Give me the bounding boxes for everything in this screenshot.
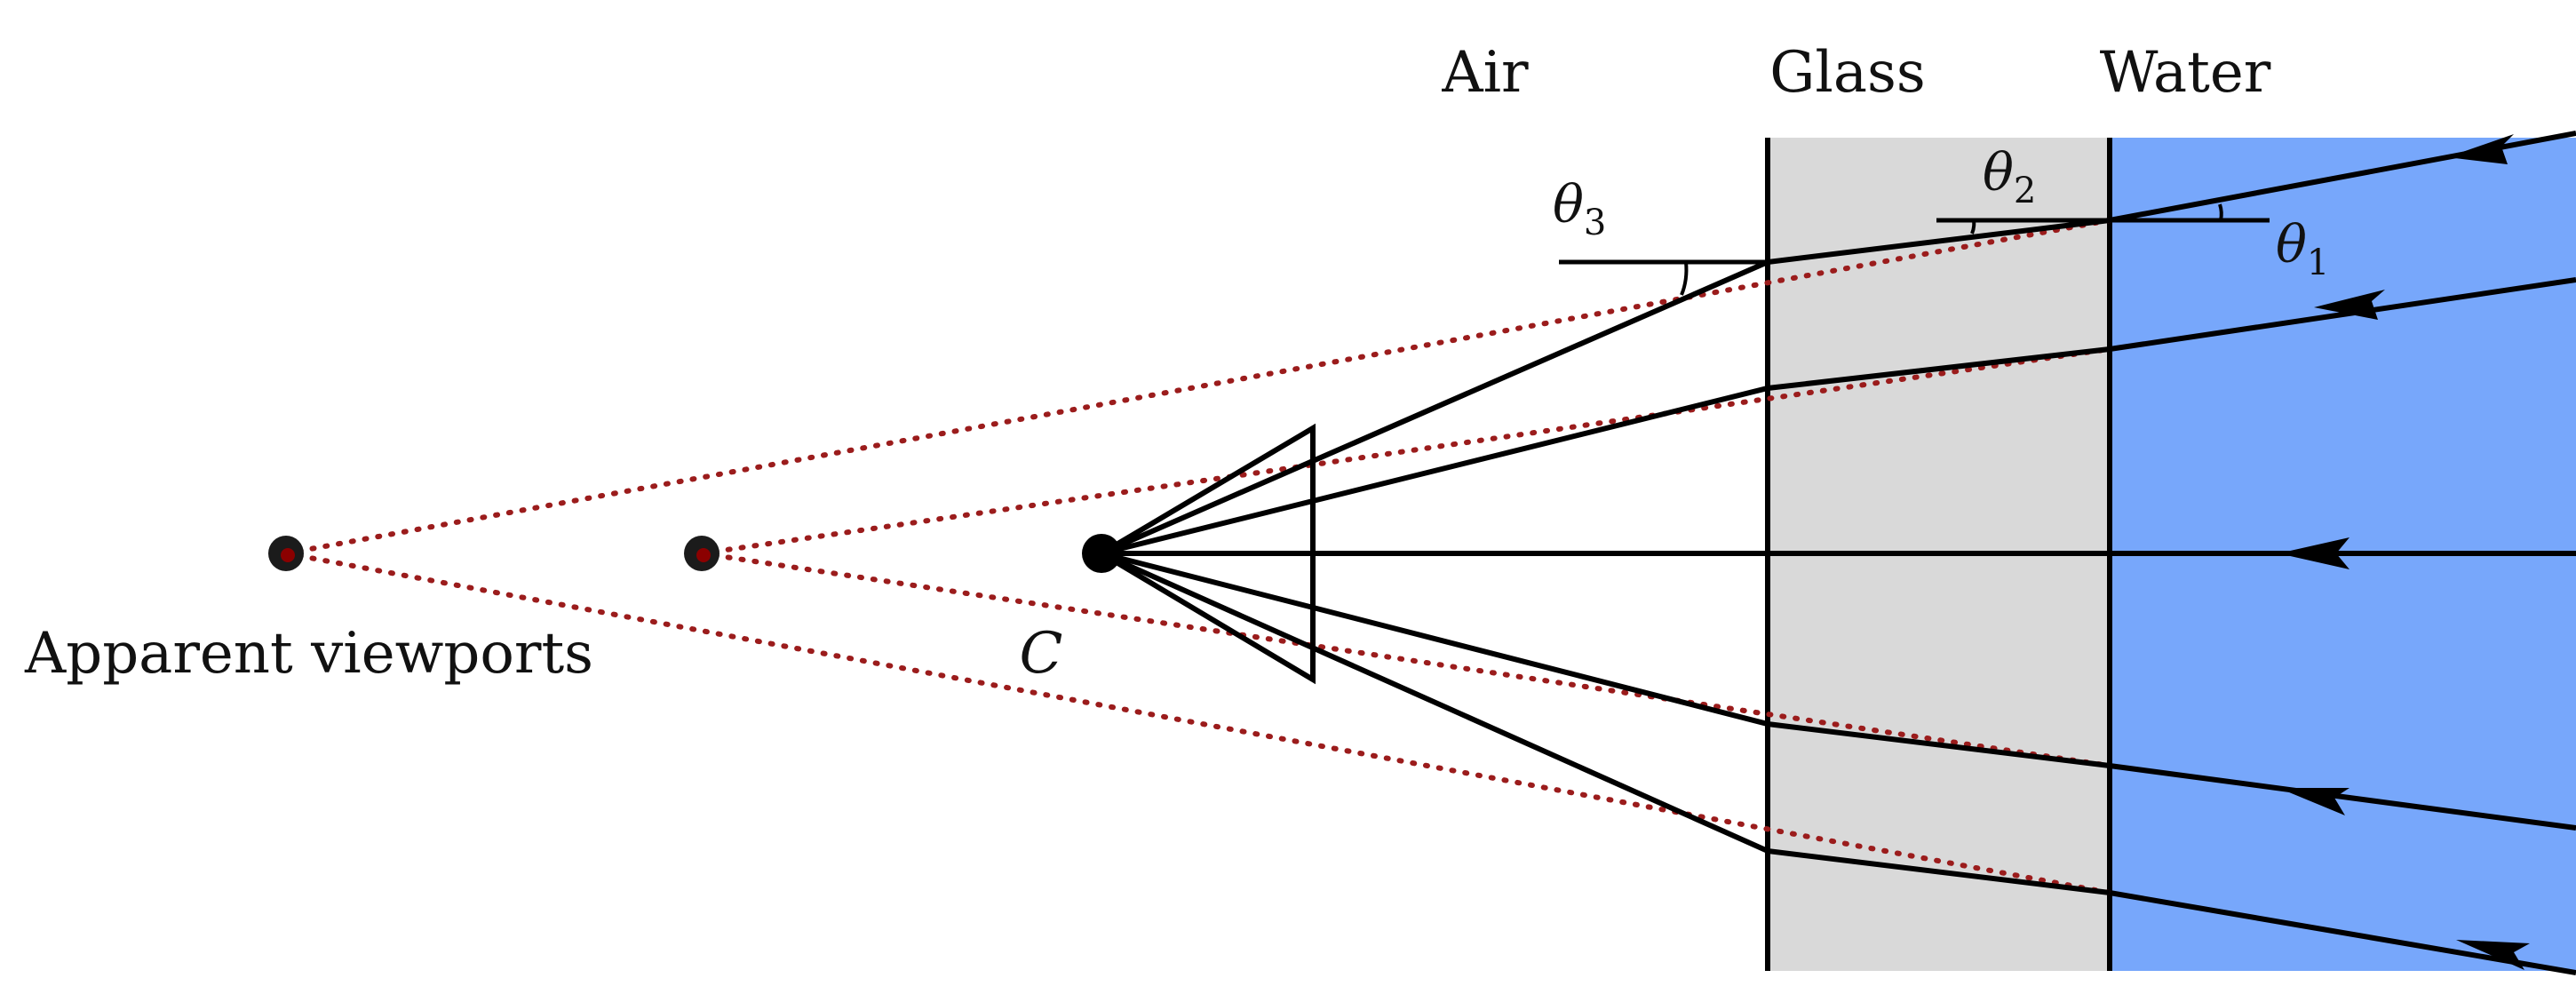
camera-center-label: C bbox=[1020, 621, 1063, 687]
incoming-ray-2 bbox=[2109, 277, 2576, 352]
ray-4 bbox=[1101, 551, 2111, 768]
theta3-label: θ3 bbox=[1553, 174, 1606, 243]
virtual-ray-near-top bbox=[699, 346, 2112, 556]
virtual-ray-near-bottom bbox=[699, 551, 2112, 768]
arrow-ray-2 bbox=[2314, 290, 2385, 320]
air-label: Air bbox=[1441, 40, 1529, 106]
arrow-ray-4 bbox=[2278, 788, 2349, 815]
ray-2 bbox=[1101, 346, 2111, 556]
incoming-ray-5 bbox=[2109, 890, 2576, 975]
virtual-ray-far-bottom bbox=[283, 551, 2112, 895]
apparent-viewport-far bbox=[268, 536, 304, 571]
theta2-arc bbox=[1970, 219, 1976, 235]
camera-center-point bbox=[1082, 534, 1121, 573]
angle-arcs bbox=[1680, 203, 2223, 296]
incoming-ray-4 bbox=[2109, 763, 2576, 831]
glass-label: Glass bbox=[1769, 40, 1925, 106]
arrow-ray-1 bbox=[2447, 134, 2514, 164]
arrow-ray-5 bbox=[2456, 940, 2530, 970]
theta1-arc bbox=[2218, 203, 2223, 221]
apparent-viewport-near bbox=[684, 536, 720, 571]
apparent-viewports-caption: Apparent viewports bbox=[24, 621, 593, 687]
virtual-rays bbox=[283, 218, 2112, 895]
normals bbox=[1559, 218, 2270, 265]
water-label: Water bbox=[2100, 40, 2271, 106]
theta2-label: θ2 bbox=[1983, 142, 2036, 211]
theta1-label: θ1 bbox=[2276, 214, 2329, 283]
arrow-ray-3 bbox=[2278, 537, 2349, 569]
virtual-ray-far-top bbox=[283, 218, 2112, 556]
theta3-arc bbox=[1680, 261, 1689, 296]
ray-5 bbox=[1100, 551, 2111, 895]
ray-arrows bbox=[2278, 134, 2530, 970]
